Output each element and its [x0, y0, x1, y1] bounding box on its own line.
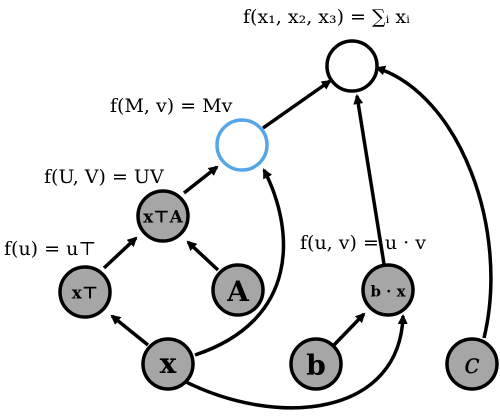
label-dot: f(u, v) = u · v — [300, 232, 426, 254]
edge-x-to-xT — [110, 314, 150, 347]
node-xT-text: x⊤ — [71, 283, 99, 304]
edge-Mv-to-sum — [261, 79, 332, 130]
label-sum: f(x₁, x₂, x₃) = ∑ᵢ xᵢ — [243, 6, 410, 28]
node-xT — [58, 265, 112, 319]
label-uv: f(U, V) = UV — [44, 166, 164, 188]
node-A-text: A — [227, 275, 249, 308]
edge-xT-to-xTA — [102, 236, 138, 270]
node-sum — [325, 39, 379, 93]
label-transpose: f(u) = u⊤ — [4, 238, 97, 260]
edge-xTA-to-Mv — [182, 165, 219, 195]
node-bx-text: b · x — [370, 282, 406, 301]
node-bx — [361, 263, 415, 317]
node-c — [445, 337, 499, 391]
label-mv: f(M, v) = Mv — [110, 95, 233, 117]
node-xTA — [136, 189, 190, 243]
node-x — [141, 337, 195, 391]
edge-c-to-sum — [375, 65, 493, 339]
edge-b-to-bx — [332, 312, 366, 347]
node-b-text: b — [306, 349, 326, 382]
node-mv — [215, 118, 269, 172]
edge-x-to-bx — [181, 314, 408, 410]
edge-x-to-Mv — [194, 168, 286, 357]
edge-A-to-xTA — [186, 240, 220, 272]
node-xTA-text: x⊤A — [143, 207, 183, 228]
node-A — [211, 263, 265, 317]
node-b — [289, 337, 343, 391]
node-c-text: c — [464, 347, 480, 380]
node-x-text: x — [159, 347, 177, 380]
edge-bx-to-sum — [353, 94, 386, 265]
